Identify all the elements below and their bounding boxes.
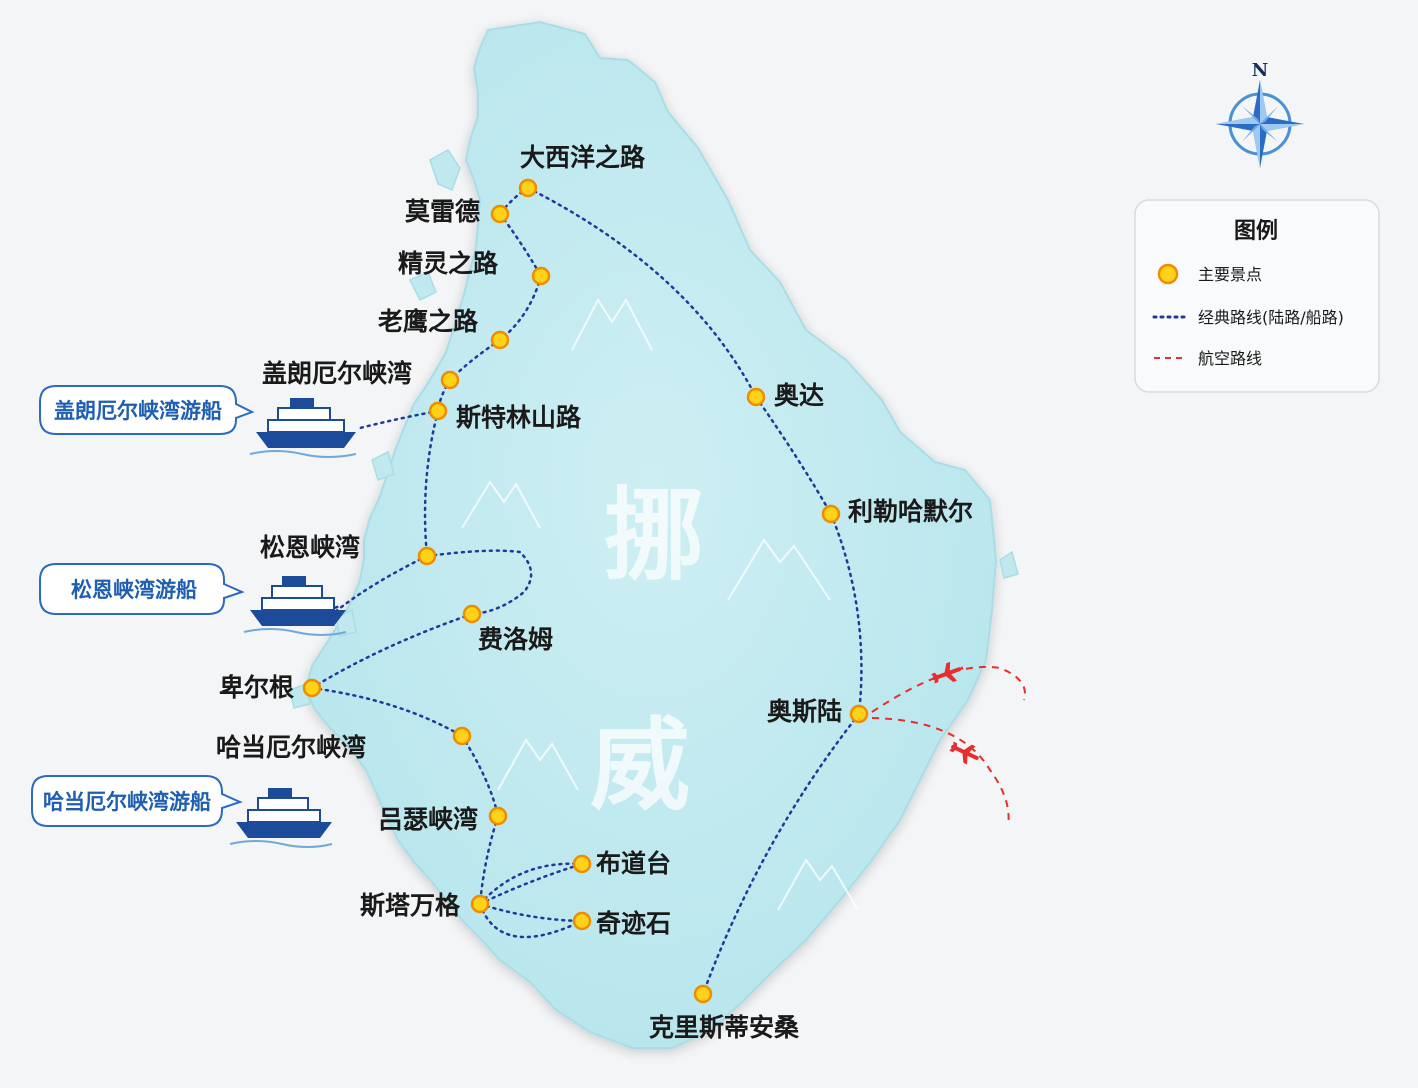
route-atlantic-otta bbox=[526, 186, 758, 399]
route-stavanger-pulpit-b bbox=[478, 862, 584, 906]
compass-star-highlight bbox=[1216, 80, 1304, 168]
poi-otta[interactable] bbox=[746, 387, 766, 407]
label-molde: 莫雷德 bbox=[405, 197, 480, 226]
label-atlantic-road: 大西洋之路 bbox=[520, 143, 646, 172]
legend-air-route-label: 航空路线 bbox=[1198, 349, 1262, 368]
air-route-north bbox=[871, 666, 1026, 713]
compass-rose: N bbox=[1216, 60, 1304, 168]
label-flam: 费洛姆 bbox=[478, 625, 553, 654]
legend-title: 图例 bbox=[1234, 218, 1278, 244]
ship-icon bbox=[249, 398, 357, 458]
poi-bergen[interactable] bbox=[302, 678, 322, 698]
mountain-icon bbox=[497, 738, 579, 791]
route-bergen-hardanger bbox=[310, 686, 464, 738]
poi-layer bbox=[302, 178, 869, 1004]
cruise-callout-geiranger[interactable]: 盖朗厄尔峡湾游船 bbox=[39, 385, 255, 435]
callout-label: 松恩峡湾游船 bbox=[71, 577, 197, 602]
compass-star-icon bbox=[1216, 80, 1304, 168]
route-hardanger-lyse bbox=[460, 734, 500, 818]
route-otta-lillehammer bbox=[754, 395, 833, 516]
poi-atlantic-road[interactable] bbox=[518, 178, 538, 198]
label-geirangerfjord: 盖朗厄尔峡湾 bbox=[262, 359, 412, 388]
mountain-icon bbox=[777, 858, 859, 911]
route-stryn-sogne bbox=[423, 409, 440, 558]
route-stavanger-pulpit-a bbox=[478, 862, 584, 906]
air-routes bbox=[871, 666, 1026, 827]
label-hardangerfjord: 哈当厄尔峡湾 bbox=[216, 733, 366, 762]
route-stavanger-kjerag-b bbox=[478, 902, 584, 939]
poi-lillehammer[interactable] bbox=[821, 504, 841, 524]
ship-icon bbox=[229, 788, 333, 848]
mountain-icon bbox=[461, 480, 541, 529]
legend-poi-label: 主要景点 bbox=[1198, 265, 1262, 284]
label-bergen: 卑尔根 bbox=[219, 673, 294, 702]
route-oslo-kristiansand bbox=[701, 712, 861, 996]
poi-pulpit-rock[interactable] bbox=[572, 854, 592, 874]
route-sogne-loop bbox=[425, 549, 533, 616]
compass-north-label: N bbox=[1252, 60, 1268, 81]
poi-flam[interactable] bbox=[462, 604, 482, 624]
place-labels: 大西洋之路 莫雷德 精灵之路 老鹰之路 盖朗厄尔峡湾 斯特林山路 松恩峡湾 费洛… bbox=[216, 143, 973, 1042]
route-stavanger-kjerag-a bbox=[478, 902, 584, 923]
ship-icon bbox=[243, 576, 347, 636]
mountain-icon bbox=[571, 298, 653, 351]
cruise-callout-hardanger[interactable]: 哈当厄尔峡湾游船 bbox=[31, 775, 243, 827]
air-route-south bbox=[871, 717, 1010, 827]
label-oslo: 奥斯陆 bbox=[767, 697, 842, 726]
airplane-icon bbox=[931, 661, 964, 684]
poi-kristiansand[interactable] bbox=[693, 984, 713, 1004]
callout-label: 哈当厄尔峡湾游船 bbox=[43, 789, 211, 814]
label-eagle-road: 老鹰之路 bbox=[378, 307, 479, 336]
callout-bubble bbox=[39, 563, 245, 615]
poi-sognefjord[interactable] bbox=[417, 546, 437, 566]
country-label-1: 挪 bbox=[604, 476, 704, 594]
mountain-icon bbox=[727, 538, 831, 601]
route-flam-bergen bbox=[310, 612, 474, 690]
legend-poi-symbol bbox=[1157, 263, 1179, 285]
country-label-2: 威 bbox=[590, 706, 690, 824]
poi-molde[interactable] bbox=[490, 204, 510, 224]
coastal-island bbox=[408, 270, 437, 302]
poi-oslo[interactable] bbox=[849, 704, 869, 724]
label-pulpit-rock: 布道台 bbox=[596, 849, 671, 878]
coastal-island bbox=[999, 550, 1019, 579]
callout-bubble bbox=[39, 385, 255, 435]
legend-box bbox=[1134, 199, 1380, 393]
label-lysefjord: 吕瑟峡湾 bbox=[378, 805, 478, 834]
callout-bubble bbox=[31, 775, 243, 827]
label-sognefjord: 松恩峡湾 bbox=[260, 533, 360, 562]
route-sogne-bergen bbox=[333, 554, 429, 614]
callout-label: 盖朗厄尔峡湾游船 bbox=[54, 398, 222, 423]
coastal-island bbox=[371, 450, 395, 481]
airplane-icon bbox=[949, 741, 979, 765]
label-strynefjell: 斯特林山路 bbox=[456, 403, 582, 432]
poi-kjerag[interactable] bbox=[572, 911, 592, 931]
poi-geirangerfjord[interactable] bbox=[440, 370, 460, 390]
mountain-decor bbox=[461, 298, 859, 911]
label-otta: 奥达 bbox=[774, 381, 824, 410]
coastal-island bbox=[429, 149, 461, 192]
poi-lysefjord[interactable] bbox=[488, 806, 508, 826]
land-mass bbox=[304, 20, 998, 1049]
label-stavanger: 斯塔万格 bbox=[360, 891, 461, 920]
airplanes bbox=[931, 661, 979, 765]
label-lillehammer: 利勒哈默尔 bbox=[848, 497, 973, 526]
poi-hardangerfjord[interactable] bbox=[452, 726, 472, 746]
poi-strynefjell[interactable] bbox=[428, 401, 448, 421]
legend: 图例 主要景点 经典路线(陆路/船路) 航空路线 bbox=[1134, 199, 1380, 393]
legend-classic-route-label: 经典路线(陆路/船路) bbox=[1198, 308, 1344, 327]
label-trollstigen: 精灵之路 bbox=[398, 249, 499, 278]
poi-trollstigen[interactable] bbox=[531, 266, 551, 286]
poi-stavanger[interactable] bbox=[470, 894, 490, 914]
label-kjerag: 奇迹石 bbox=[596, 909, 671, 938]
poi-eagle-road[interactable] bbox=[490, 330, 510, 350]
label-kristiansand: 克里斯蒂安桑 bbox=[649, 1013, 800, 1042]
cruise-callout-sogne[interactable]: 松恩峡湾游船 bbox=[39, 563, 245, 615]
compass-minor-points bbox=[1242, 106, 1278, 142]
